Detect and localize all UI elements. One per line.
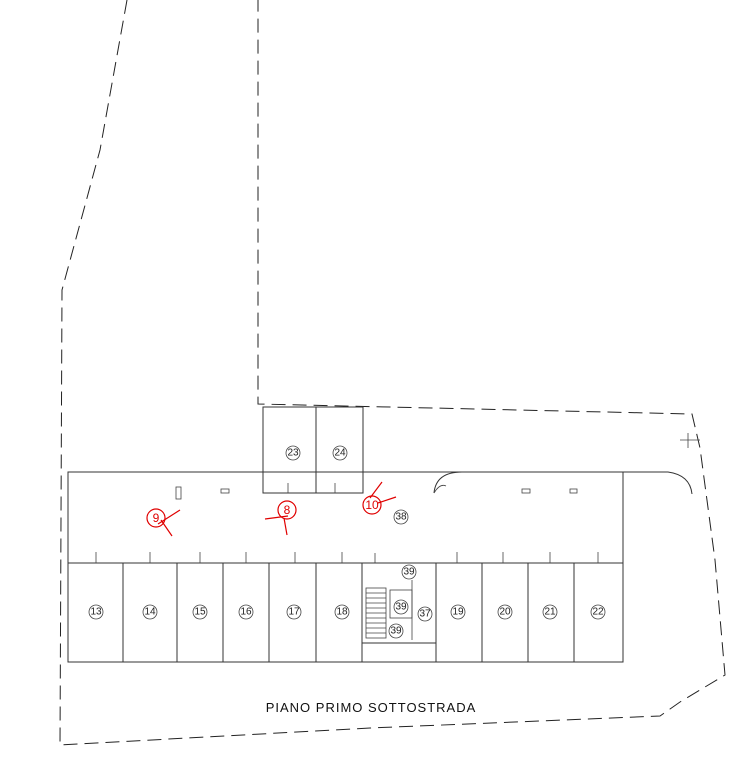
svg-text:20: 20 — [499, 607, 511, 618]
svg-text:16: 16 — [240, 607, 252, 618]
svg-text:8: 8 — [284, 503, 291, 517]
svg-text:17: 17 — [288, 607, 300, 618]
svg-text:9: 9 — [153, 511, 160, 525]
svg-text:24: 24 — [334, 448, 346, 459]
svg-text:18: 18 — [336, 607, 348, 618]
unit-16: 16 — [238, 604, 254, 620]
svg-text:10: 10 — [365, 498, 379, 512]
viewpoint-10: 10 — [362, 481, 397, 515]
building-outline — [67, 406, 693, 663]
svg-text:39: 39 — [390, 626, 402, 637]
unit-39-top: 39 — [401, 564, 417, 580]
unit-20: 20 — [497, 604, 513, 620]
unit-19: 19 — [450, 604, 466, 620]
svg-text:39: 39 — [403, 567, 415, 578]
viewpoint-8: 8 — [264, 500, 297, 536]
svg-text:23: 23 — [287, 448, 299, 459]
unit-39-bottom: 39 — [388, 623, 404, 639]
unit-23: 23 — [285, 445, 301, 461]
property-boundary — [59, 0, 726, 746]
svg-text:13: 13 — [90, 607, 102, 618]
unit-21: 21 — [542, 604, 558, 620]
svg-text:39: 39 — [395, 602, 407, 613]
viewpoint-9: 9 — [146, 508, 181, 537]
unit-37: 37 — [417, 606, 433, 622]
drawing-title: PIANO PRIMO SOTTOSTRADA — [266, 700, 477, 715]
svg-text:15: 15 — [194, 607, 206, 618]
unit-38: 38 — [393, 509, 409, 525]
unit-24: 24 — [332, 445, 348, 461]
svg-text:19: 19 — [452, 607, 464, 618]
unit-14: 14 — [142, 604, 158, 620]
stair-core — [361, 562, 437, 644]
unit-17: 17 — [286, 604, 302, 620]
svg-text:38: 38 — [395, 512, 407, 523]
svg-text:37: 37 — [419, 609, 431, 620]
fixtures — [95, 433, 700, 563]
unit-39-mid: 39 — [393, 599, 409, 615]
svg-text:21: 21 — [544, 607, 556, 618]
unit-15: 15 — [192, 604, 208, 620]
svg-text:14: 14 — [144, 607, 156, 618]
svg-text:22: 22 — [592, 607, 604, 618]
unit-13: 13 — [88, 604, 104, 620]
unit-18: 18 — [334, 604, 350, 620]
unit-22: 22 — [590, 604, 606, 620]
